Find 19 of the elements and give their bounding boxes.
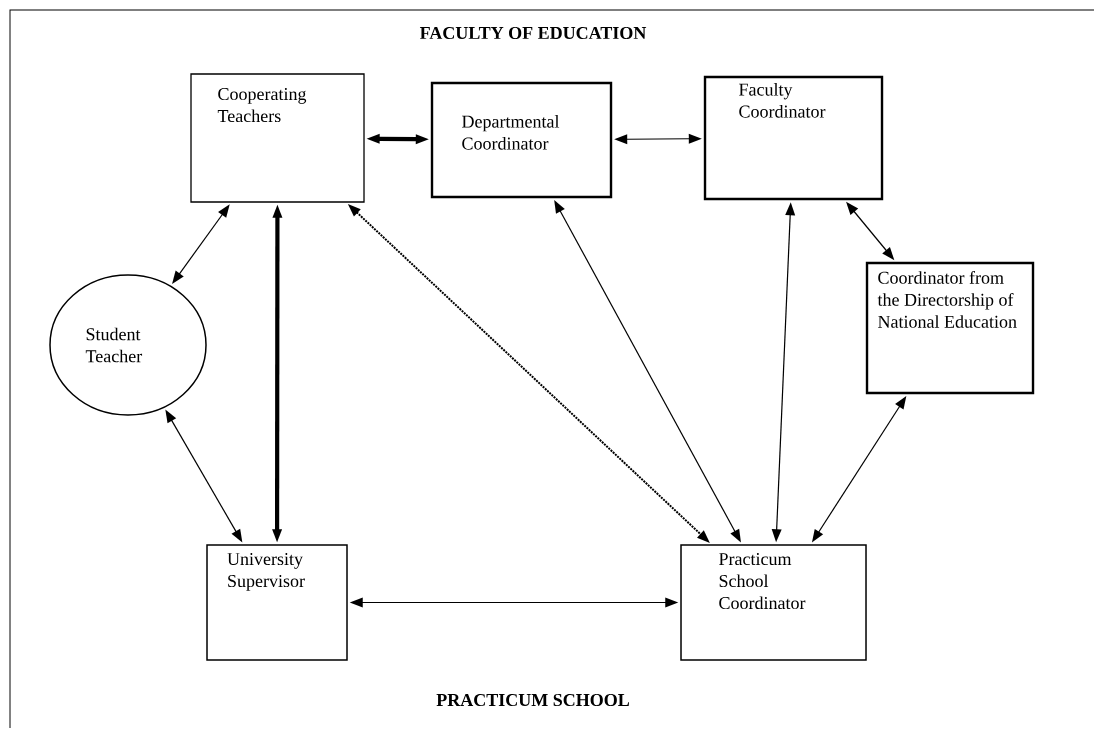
arrow <box>846 201 895 261</box>
arrow <box>172 204 230 285</box>
role-box: Cooperating Teachers <box>190 73 365 203</box>
role-box: Coordinator from the Directorship of National Education <box>865 261 1035 395</box>
role-box: Departmental Coordinator <box>430 81 613 199</box>
heading: FACULTY OF EDUCATION <box>420 26 647 40</box>
arrow <box>272 204 283 543</box>
arrow <box>349 597 679 608</box>
arrow <box>347 204 710 543</box>
arrow <box>614 133 702 145</box>
arrow <box>366 133 429 145</box>
arrow <box>771 202 796 543</box>
arrow <box>554 199 741 543</box>
arrow <box>811 395 907 543</box>
arrow <box>165 409 243 543</box>
role-box: Faculty Coordinator <box>703 75 884 201</box>
heading: PRACTICUM SCHOOL <box>436 693 629 707</box>
role-box: Practicum School Coordinator <box>680 544 867 661</box>
role-box: University Supervisor <box>206 544 348 661</box>
